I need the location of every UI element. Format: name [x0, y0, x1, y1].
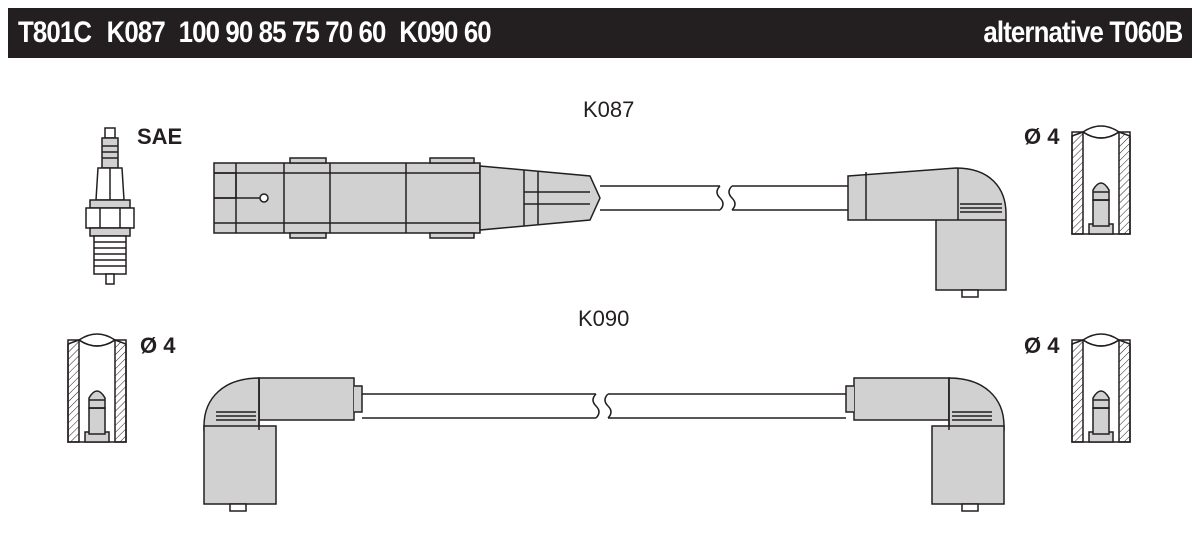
cable-top-label: K087 [583, 97, 635, 122]
cable-bottom-label: K090 [578, 306, 630, 331]
plug-boot-top [847, 167, 1007, 291]
cable1-code: K087 [106, 16, 166, 49]
terminal-left [67, 333, 127, 443]
spark-plug-type-label: SAE [137, 124, 183, 149]
terminal-bottom-right [1071, 333, 1131, 443]
spark-plug-tip [104, 127, 116, 139]
part-number: T801C [18, 16, 92, 49]
terminal-diameter-label-top-right: Ø 4 [1024, 124, 1060, 149]
terminal-diameter-label-left: Ø 4 [140, 333, 176, 358]
spark-plug-insulator-top [101, 137, 119, 169]
header-bar: T801C K087 100 90 85 75 70 60 K090 60 alter… [8, 8, 1192, 58]
cable1-lengths: 100 90 85 75 70 60 [178, 16, 387, 49]
cable-k090 [203, 377, 1005, 512]
plug-boot-right [845, 377, 1005, 512]
spark-plug [85, 127, 135, 285]
spark-plug-hex [85, 207, 135, 229]
terminal-diameter-label-bottom-right: Ø 4 [1024, 333, 1060, 358]
header-title: T801C K087 100 90 85 75 70 60 K090 60 [18, 8, 492, 58]
alternative-part: alternative T060B [982, 16, 1183, 49]
coil-connector-neck [479, 165, 601, 231]
plug-boot-left [203, 377, 363, 512]
cable2-code-length: K090 60 [399, 16, 491, 49]
cable-k087 [213, 157, 1007, 298]
terminal-top-right [1071, 125, 1131, 235]
